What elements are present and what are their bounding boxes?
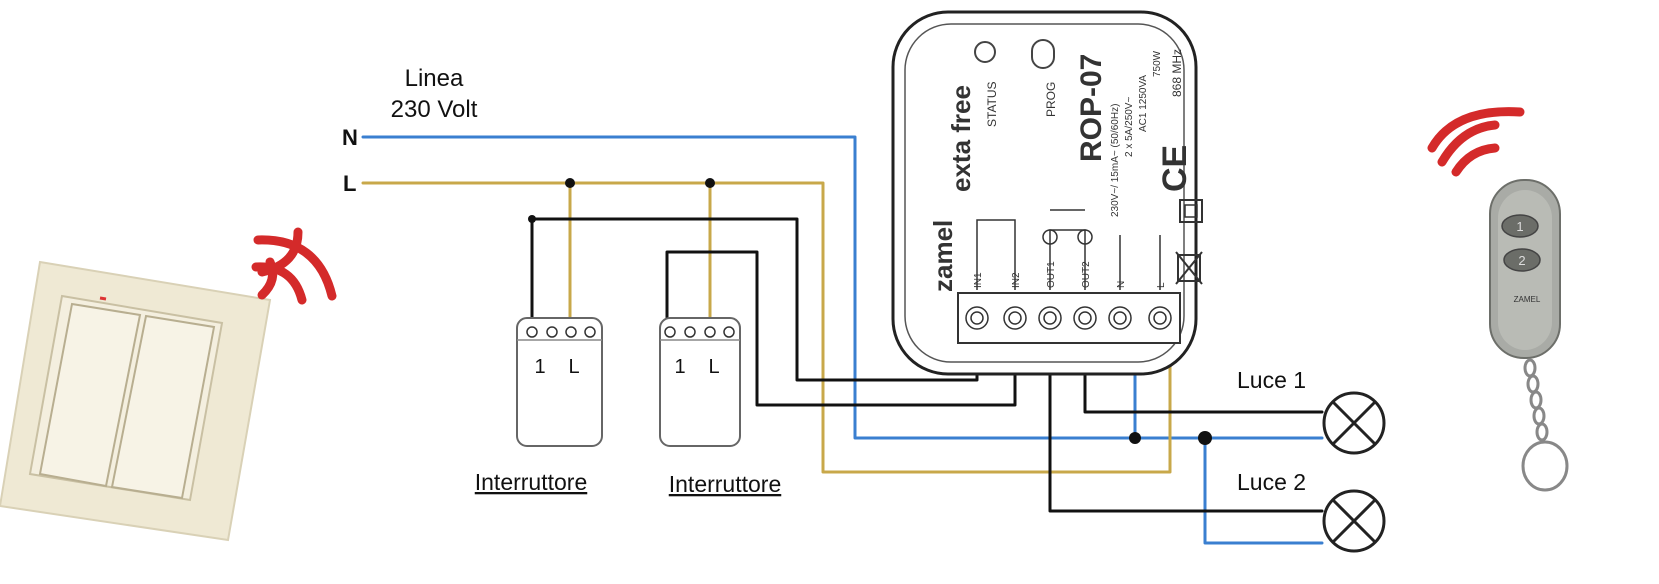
switch-terminal-1: 1 (674, 356, 685, 378)
rop07-module: zamel exta free STATUS PROG ROP-07 230V~… (891, 10, 1203, 376)
remote-button-2-label: 2 (1518, 253, 1525, 268)
lamp-1 (1322, 391, 1386, 455)
switch-module-2: 1 L (659, 317, 741, 447)
remote-button-2[interactable] (1503, 248, 1541, 272)
junction-dot (1129, 432, 1141, 444)
terminal-label-in2: IN2 (1011, 272, 1022, 288)
module-model: ROP-07 (1075, 54, 1108, 162)
switch-indicator-led (99, 296, 107, 301)
module-spec5: 868 MHz (1170, 49, 1184, 97)
signal-waves-switch-icon (251, 227, 337, 305)
junction-dot (1198, 431, 1212, 445)
supply-voltage: 230 Volt (391, 96, 478, 123)
module-brand: exta free (946, 85, 976, 192)
live-label: L (343, 171, 356, 196)
wires (361, 135, 1324, 545)
terminal-label-out1: OUT1 (1046, 261, 1057, 288)
terminal-labels: IN1 IN2 OUT1 OUT2 N L (973, 261, 1167, 288)
neutral-wire (361, 135, 1257, 440)
module-ce-mark: CE (1156, 145, 1194, 192)
module-spec3: AC1 1250VA (1138, 75, 1149, 132)
signal-waves-remote-icon (1427, 107, 1525, 177)
supply-title: Linea (405, 65, 464, 92)
lamp-symbol (1077, 229, 1093, 245)
switch-terminal-l: L (708, 356, 719, 378)
lamp-2 (1322, 489, 1386, 553)
module-prog: PROG (1044, 82, 1058, 117)
switch-caption-2: Interruttore (669, 471, 782, 497)
module-internal-schematic (976, 209, 1161, 290)
module-spec2: 2 x 5A/250V~ (1124, 97, 1135, 157)
terminal-label-out2: OUT2 (1081, 261, 1092, 288)
module-spec1: 230V~/ 15mA~ (50/60Hz) (1110, 104, 1121, 217)
remote-keyring (1521, 358, 1569, 492)
module-spec4: 750W (1152, 50, 1163, 77)
remote-button-1-label: 1 (1516, 219, 1523, 234)
terminal-label-l: L (1156, 282, 1167, 288)
lamp-2-label: Luce 2 (1237, 469, 1306, 495)
neutral-label: N (342, 125, 358, 150)
out2-wire (1048, 346, 1324, 513)
lamp-symbol (1042, 229, 1058, 245)
switch-caption-1: Interruttore (475, 469, 588, 495)
remote-logo: ZAMEL (1514, 295, 1541, 304)
terminal-screws (965, 306, 1172, 330)
module-maker: zamel (928, 220, 958, 292)
switch2-wire (665, 250, 1017, 407)
switch-module-1: 1 L (516, 317, 603, 447)
remote-keyfob: 1 2 ZAMEL (1489, 179, 1569, 492)
terminal-block (957, 292, 1181, 344)
live-wire (361, 181, 1172, 474)
switch-terminal-l: L (568, 356, 579, 378)
neutral-lamp2-wire (1203, 436, 1324, 545)
module-weee-icon (1175, 251, 1203, 285)
status-led (974, 41, 996, 63)
remote-button-1[interactable] (1501, 214, 1539, 238)
junction-dot (528, 215, 536, 223)
wireless-wall-switch (0, 260, 272, 542)
lamp-1-label: Luce 1 (1237, 367, 1306, 393)
junction-dot (565, 178, 575, 188)
switch-terminal-1: 1 (534, 356, 545, 378)
module-square-icon (1179, 199, 1203, 223)
terminal-label-in1: IN1 (973, 272, 984, 288)
junction-dot (705, 178, 715, 188)
module-status: STATUS (985, 81, 999, 127)
prog-button[interactable] (1031, 39, 1055, 69)
terminal-label-n: N (1116, 281, 1127, 288)
